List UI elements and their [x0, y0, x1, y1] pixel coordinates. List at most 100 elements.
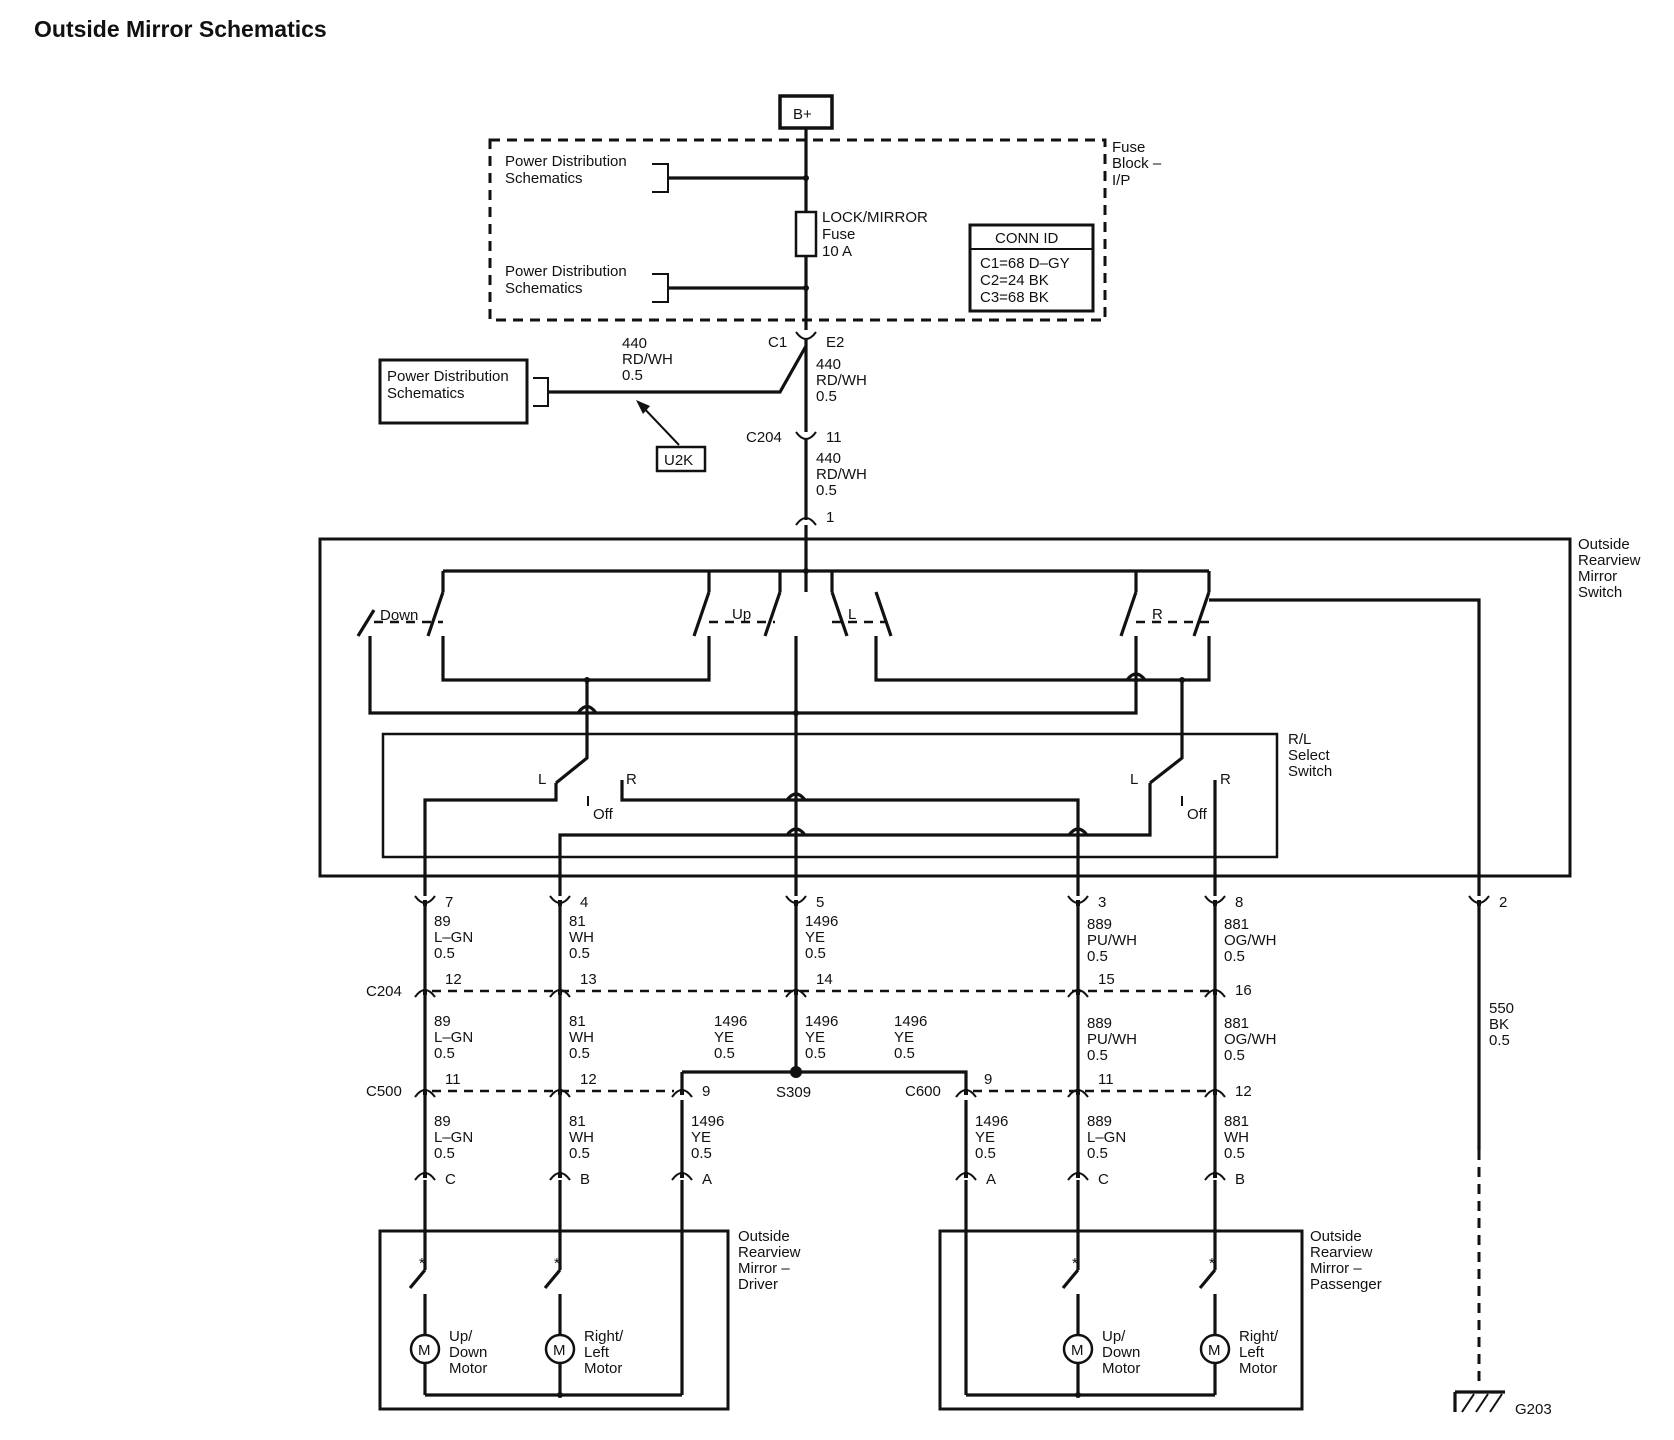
svg-text:RD/WH: RD/WH — [622, 351, 673, 368]
svg-text:0.5: 0.5 — [691, 1145, 712, 1162]
svg-text:0.5: 0.5 — [805, 1045, 826, 1062]
svg-text:Off: Off — [593, 806, 614, 823]
svg-text:Motor: Motor — [1239, 1360, 1277, 1377]
svg-text:Power Distribution: Power Distribution — [505, 153, 627, 170]
feed-wire-label-left: 440 RD/WH 0.5 — [622, 335, 673, 384]
svg-text:0.5: 0.5 — [1224, 1047, 1245, 1064]
svg-text:PU/WH: PU/WH — [1087, 1031, 1137, 1048]
svg-text:0.5: 0.5 — [569, 1045, 590, 1062]
svg-text:89: 89 — [434, 1013, 451, 1030]
fuse-block: Fuse Block – I/P — [488, 138, 1162, 322]
svg-text:PU/WH: PU/WH — [1087, 932, 1137, 949]
svg-text:881: 881 — [1224, 916, 1249, 933]
svg-text:C: C — [445, 1171, 456, 1188]
svg-text:YE: YE — [894, 1029, 914, 1046]
svg-text:81: 81 — [569, 1113, 586, 1130]
svg-text:E2: E2 — [826, 334, 844, 351]
svg-text:B: B — [1235, 1171, 1245, 1188]
svg-text:OG/WH: OG/WH — [1224, 932, 1277, 949]
svg-text:1496: 1496 — [894, 1013, 927, 1030]
svg-text:7: 7 — [445, 894, 453, 911]
svg-text:A: A — [702, 1171, 712, 1188]
svg-text:R/L: R/L — [1288, 731, 1311, 748]
svg-text:Schematics: Schematics — [505, 170, 583, 187]
svg-text:1496: 1496 — [691, 1113, 724, 1130]
svg-text:R: R — [1152, 606, 1163, 623]
svg-text:C1: C1 — [768, 334, 787, 351]
svg-text:Down: Down — [1102, 1344, 1140, 1361]
svg-text:YE: YE — [805, 1029, 825, 1046]
svg-text:Down: Down — [380, 607, 418, 624]
svg-text:*: * — [1209, 1255, 1215, 1272]
svg-text:S309: S309 — [776, 1084, 811, 1101]
svg-text:G203: G203 — [1515, 1401, 1552, 1418]
svg-text:0.5: 0.5 — [1087, 948, 1108, 965]
svg-text:1496: 1496 — [975, 1113, 1008, 1130]
switch-internal-wiring — [368, 636, 1211, 896]
svg-text:440: 440 — [816, 450, 841, 467]
svg-text:Up: Up — [732, 606, 751, 623]
svg-text:89: 89 — [434, 1113, 451, 1130]
svg-text:CONN ID: CONN ID — [995, 230, 1059, 247]
svg-text:81: 81 — [569, 1013, 586, 1030]
svg-text:Passenger: Passenger — [1310, 1276, 1382, 1293]
svg-text:WH: WH — [569, 1129, 594, 1146]
rl-select-switch: R/L Select Switch — [381, 731, 1332, 859]
svg-text:C1=68 D–GY: C1=68 D–GY — [980, 255, 1070, 272]
driver-rightleft-motor: M Right/ Left Motor — [544, 1328, 624, 1377]
svg-text:14: 14 — [816, 971, 833, 988]
svg-text:A: A — [986, 1171, 996, 1188]
svg-text:0.5: 0.5 — [805, 945, 826, 962]
svg-text:Schematics: Schematics — [387, 385, 465, 402]
svg-text:Down: Down — [449, 1344, 487, 1361]
mirror-switch: Outside Rearview Mirror Switch — [318, 536, 1641, 878]
wire-labels: 7 89 L–GN 0.5 12 89 L–GN 0.5 11 89 L–GN … — [434, 894, 1514, 1188]
page-title: Outside Mirror Schematics — [34, 16, 327, 42]
power-distribution-ref-1: Power Distribution Schematics — [505, 153, 669, 193]
svg-text:C2=24 BK: C2=24 BK — [980, 272, 1049, 289]
svg-text:C: C — [1098, 1171, 1109, 1188]
svg-text:WH: WH — [569, 929, 594, 946]
svg-text:0.5: 0.5 — [1224, 948, 1245, 965]
svg-text:Right/: Right/ — [1239, 1328, 1279, 1345]
svg-text:15: 15 — [1098, 971, 1115, 988]
lock-mirror-fuse: LOCK/MIRROR Fuse 10 A — [794, 209, 928, 260]
connector-pin — [423, 900, 427, 906]
power-distribution-box: Power Distribution Schematics — [378, 358, 549, 425]
svg-text:0.5: 0.5 — [1224, 1145, 1245, 1162]
svg-text:Motor: Motor — [584, 1360, 622, 1377]
svg-text:Rearview: Rearview — [738, 1244, 801, 1261]
switch-pin-1: 1 — [795, 509, 834, 526]
svg-text:*: * — [554, 1255, 560, 1272]
mirror-passenger: Outside Rearview Mirror – Passenger — [938, 1228, 1382, 1411]
svg-text:1496: 1496 — [805, 913, 838, 930]
svg-text:1496: 1496 — [805, 1013, 838, 1030]
svg-text:B+: B+ — [793, 106, 812, 123]
svg-text:Fuse: Fuse — [1112, 139, 1145, 156]
svg-text:Mirror –: Mirror – — [738, 1260, 790, 1277]
svg-text:881: 881 — [1224, 1113, 1249, 1130]
feed-wire-label-1: 440 RD/WH 0.5 — [816, 356, 867, 405]
svg-text:9: 9 — [984, 1071, 992, 1088]
svg-text:YE: YE — [714, 1029, 734, 1046]
svg-text:L–GN: L–GN — [434, 1129, 473, 1146]
connector-pin — [423, 1172, 427, 1178]
svg-text:Rearview: Rearview — [1310, 1244, 1373, 1261]
connector-pin — [1213, 1172, 1217, 1178]
svg-text:11: 11 — [1098, 1071, 1114, 1088]
svg-text:Outside: Outside — [1578, 536, 1630, 553]
svg-text:0.5: 0.5 — [1489, 1032, 1510, 1049]
svg-text:Mirror: Mirror — [1578, 568, 1617, 585]
svg-text:Power Distribution: Power Distribution — [505, 263, 627, 280]
mirror-driver: Outside Rearview Mirror – Driver — [378, 1228, 801, 1411]
svg-text:YE: YE — [805, 929, 825, 946]
svg-text:I/P: I/P — [1112, 172, 1130, 189]
svg-text:12: 12 — [1235, 1083, 1252, 1100]
svg-text:Fuse: Fuse — [822, 226, 855, 243]
svg-text:0.5: 0.5 — [816, 388, 837, 405]
svg-text:0.5: 0.5 — [569, 945, 590, 962]
svg-text:Outside: Outside — [738, 1228, 790, 1245]
battery-supply: B+ — [778, 94, 834, 130]
svg-text:L: L — [848, 606, 856, 623]
